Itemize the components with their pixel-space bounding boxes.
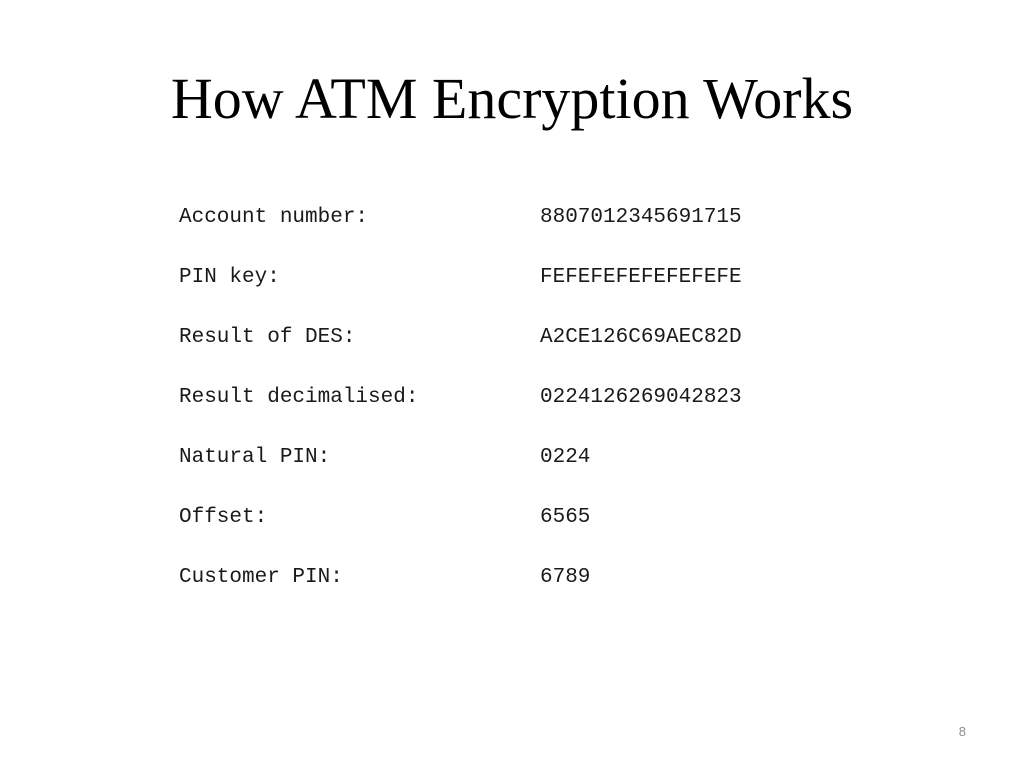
natural-pin-value: 0224: [540, 446, 591, 469]
result-decimalised-value: 0224126269042823: [540, 386, 742, 409]
pin-key-label: PIN key:: [179, 266, 280, 289]
row-offset: Offset: 6565: [179, 501, 819, 561]
pin-calculation-table: Account number: 8807012345691715 PIN key…: [179, 201, 819, 621]
offset-value: 6565: [540, 506, 591, 529]
account-number-label: Account number:: [179, 206, 369, 229]
row-customer-pin: Customer PIN: 6789: [179, 561, 819, 621]
result-of-des-value: A2CE126C69AEC82D: [540, 326, 742, 349]
account-number-value: 8807012345691715: [540, 206, 742, 229]
customer-pin-value: 6789: [540, 566, 591, 589]
row-pin-key: PIN key: FEFEFEFEFEFEFEFE: [179, 261, 819, 321]
row-natural-pin: Natural PIN: 0224: [179, 441, 819, 501]
pin-key-value: FEFEFEFEFEFEFEFE: [540, 266, 742, 289]
offset-label: Offset:: [179, 506, 268, 529]
customer-pin-label: Customer PIN:: [179, 566, 343, 589]
row-result-of-des: Result of DES: A2CE126C69AEC82D: [179, 321, 819, 381]
page-number: 8: [958, 724, 966, 739]
natural-pin-label: Natural PIN:: [179, 446, 331, 469]
row-account-number: Account number: 8807012345691715: [179, 201, 819, 261]
result-of-des-label: Result of DES:: [179, 326, 356, 349]
row-result-decimalised: Result decimalised: 0224126269042823: [179, 381, 819, 441]
result-decimalised-label: Result decimalised:: [179, 386, 419, 409]
slide-title: How ATM Encryption Works: [170, 66, 854, 131]
